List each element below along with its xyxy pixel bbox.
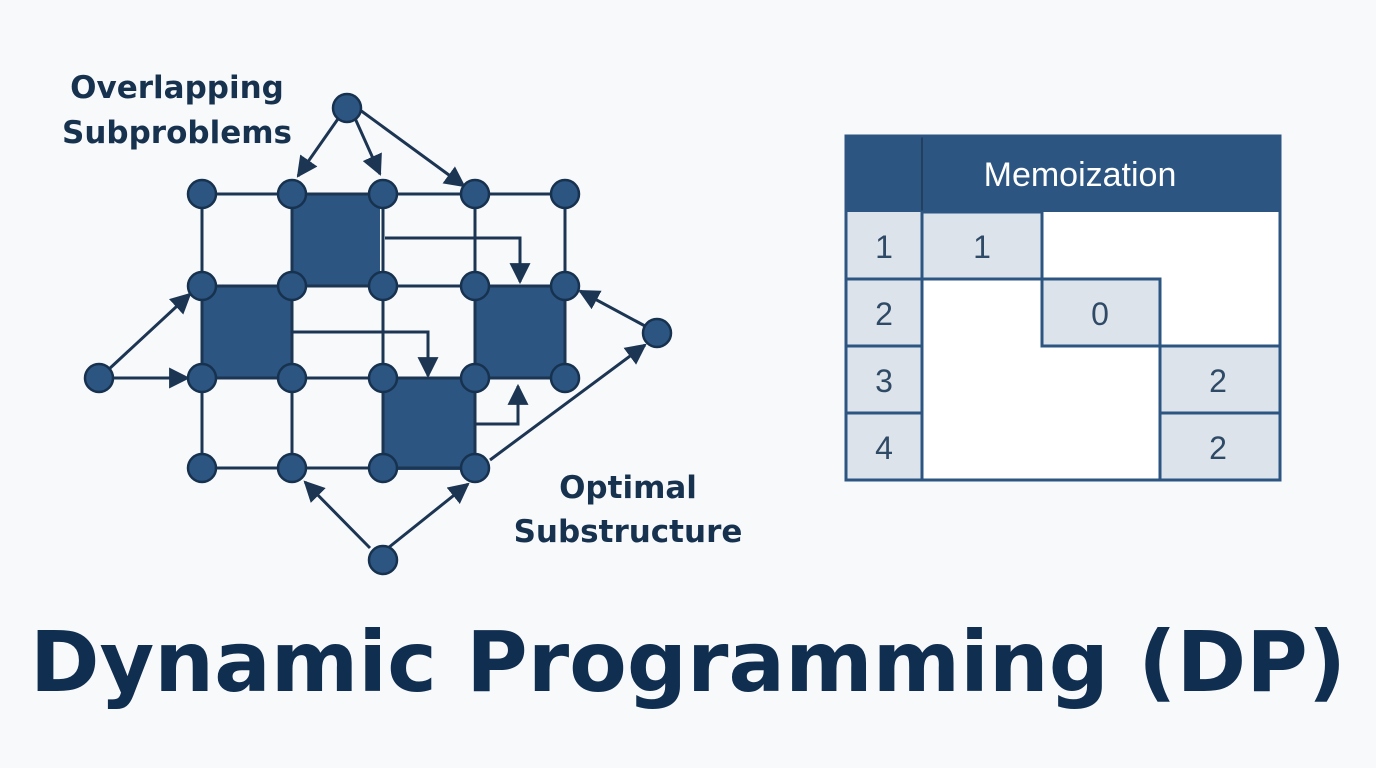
node (367, 544, 399, 576)
dp-diagram: Overlapping Subproblems Optimal Substruc… (62, 70, 1282, 576)
memo-header-title: Memoization (984, 156, 1177, 194)
memo-cell-value: 2 (1209, 430, 1227, 466)
subproblem-graph: Overlapping Subproblems Optimal Substruc… (62, 70, 743, 576)
overlapping-label-line2: Subproblems (62, 115, 292, 151)
node (367, 270, 399, 302)
node (459, 178, 491, 210)
subproblem-square-1 (292, 193, 380, 286)
overlapping-label-line1: Overlapping (70, 70, 284, 106)
node (549, 178, 581, 210)
row-label-3: 3 (875, 363, 893, 399)
node (276, 362, 308, 394)
node (367, 178, 399, 210)
node (186, 362, 218, 394)
row-label-2: 2 (875, 296, 893, 332)
node (83, 362, 115, 394)
memo-cell-value: 2 (1209, 363, 1227, 399)
node (459, 270, 491, 302)
optimal-label-line1: Optimal (559, 470, 697, 506)
node (641, 317, 673, 349)
memo-cell-value: 1 (973, 229, 991, 265)
memo-header-bar (846, 136, 1280, 212)
node (549, 270, 581, 302)
row-label-1: 1 (875, 229, 893, 265)
node (331, 92, 363, 124)
node (276, 270, 308, 302)
subproblem-square-2 (202, 286, 292, 378)
node (276, 178, 308, 210)
node (459, 362, 491, 394)
subproblem-square-3 (475, 286, 565, 378)
memo-cell-value: 0 (1091, 296, 1109, 332)
optimal-label-line2: Substructure (514, 514, 743, 550)
node (367, 452, 399, 484)
memo-cell-1-1 (920, 210, 1044, 281)
node (459, 452, 491, 484)
row-label-4: 4 (875, 430, 893, 466)
row-label-column: 1 2 3 4 (846, 212, 922, 480)
memo-cells: 1 0 2 2 (920, 210, 1282, 482)
node (186, 178, 218, 210)
node (186, 270, 218, 302)
memo-cell-4-3 (1158, 411, 1282, 482)
subproblem-square-4 (383, 378, 475, 470)
graph-nodes (83, 92, 673, 576)
node (549, 362, 581, 394)
node (186, 452, 218, 484)
dependency-arrows (106, 108, 647, 550)
node (276, 452, 308, 484)
memoization-table: Memoization 1 2 3 4 1 0 2 2 (844, 134, 1282, 482)
page-title: Dynamic Programming (DP) (29, 613, 1347, 711)
node (367, 362, 399, 394)
